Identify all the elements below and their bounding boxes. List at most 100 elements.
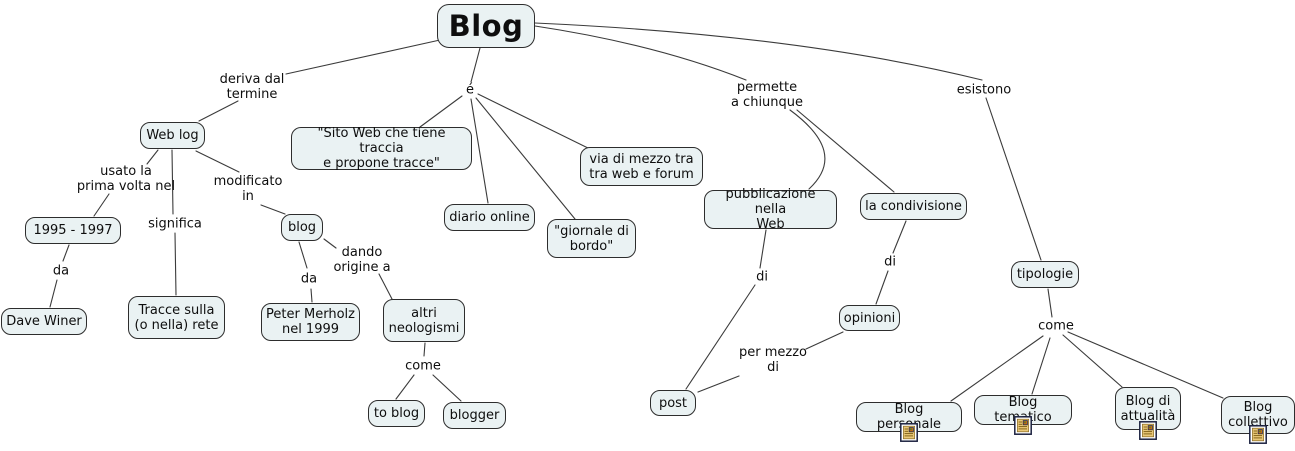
- connector-come-1--to-blog: [395, 374, 415, 400]
- link-label-permette-a-chiunque[interactable]: permette a chiunque: [730, 80, 804, 110]
- link-label-significa[interactable]: significa: [148, 216, 202, 232]
- concept-label: blog: [287, 220, 317, 235]
- concept-label: Blog di attualità: [1120, 393, 1176, 424]
- connector-blog-title--permette-a-chiunque: [534, 25, 747, 81]
- link-label-deriva-dal-termine[interactable]: deriva dal termine: [219, 72, 285, 102]
- concept-label: Tracce sulla (o nella) rete: [134, 302, 219, 333]
- concept-label: la condivisione: [865, 199, 962, 214]
- connector-blog-word--dando-origine-a: [323, 238, 337, 249]
- concept-node-blog-collettivo[interactable]: Blog collettivo: [1221, 396, 1295, 444]
- concept-label: Blog: [448, 9, 524, 43]
- concept-node-peter-merholz[interactable]: Peter Merholz nel 1999: [261, 303, 360, 341]
- concept-label: Dave Winer: [6, 314, 82, 329]
- concept-node-la-condivisione[interactable]: la condivisione: [860, 193, 967, 220]
- connector-deriva-dal-termine--web-log: [198, 100, 239, 122]
- connector-come-1--blogger: [432, 374, 462, 402]
- concept-label: Web log: [146, 128, 199, 143]
- concept-label: "Sito Web che tiene traccia e propone tr…: [317, 126, 446, 171]
- concept-label: to blog: [373, 406, 420, 421]
- concept-label: "giornale di bordo": [554, 223, 629, 254]
- concept-label: pubblicazione nella Web: [725, 187, 816, 232]
- concept-node-blog-attualita[interactable]: Blog di attualità: [1115, 387, 1181, 440]
- connector-come-2--blog-attualita: [1062, 334, 1123, 388]
- concept-label: diario online: [449, 210, 530, 225]
- connector-e-accent--via-di-mezzo: [477, 93, 593, 151]
- concept-label: post: [658, 395, 688, 411]
- concept-label: Peter Merholz nel 1999: [266, 307, 355, 337]
- link-label-usato-la-prima-volta[interactable]: usato la prima volta nel: [76, 164, 176, 194]
- link-label-come-2[interactable]: come: [1038, 318, 1074, 334]
- connector-di-2--opinioni: [875, 270, 889, 305]
- link-label-da-1[interactable]: da: [52, 263, 70, 279]
- connector-esistono--tipologie: [985, 97, 1042, 261]
- connector-come-2--blog-tematico: [1031, 337, 1051, 395]
- concept-node-tipologie[interactable]: tipologie: [1011, 261, 1079, 288]
- concept-node-to-blog[interactable]: to blog: [368, 400, 425, 427]
- connector-e-accent--diario-online: [470, 98, 489, 204]
- concept-node-post[interactable]: post: [650, 390, 696, 416]
- connector-1995-1997--da-1: [62, 244, 70, 262]
- link-label-da-2[interactable]: da: [300, 271, 318, 287]
- link-label-esistono[interactable]: esistono: [956, 82, 1012, 98]
- connector-web-log--modificato-in: [195, 150, 240, 173]
- link-label-modificato-in[interactable]: modificato in: [213, 174, 283, 204]
- concept-node-tracce[interactable]: Tracce sulla (o nella) rete: [128, 296, 225, 339]
- connector-pubblicazione-web--di-1: [759, 229, 767, 269]
- concept-label: Blog collettivo: [1228, 400, 1288, 430]
- connector-tipologie--come-2: [1047, 288, 1053, 318]
- concept-node-1995-1997[interactable]: 1995 - 1997: [25, 217, 121, 244]
- link-label-e-accent[interactable]: é: [466, 82, 474, 98]
- connector-la-condivisione--di-2: [892, 220, 907, 254]
- concept-node-blog-title[interactable]: Blog: [437, 4, 535, 48]
- concept-node-web-log[interactable]: Web log: [140, 122, 205, 149]
- concept-node-pubblicazione-web[interactable]: pubblicazione nella Web: [704, 187, 837, 232]
- connector-blog-title--e-accent: [470, 47, 481, 83]
- concept-node-giornale-di-bordo[interactable]: "giornale di bordo": [547, 219, 636, 258]
- link-label-di-1[interactable]: di: [756, 269, 768, 285]
- connector-blog-word--da-2: [298, 241, 308, 269]
- link-label-per-mezzo-di[interactable]: per mezzo di: [739, 345, 807, 375]
- concept-node-dave-winer[interactable]: Dave Winer: [1, 308, 87, 335]
- connector-usato-la-prima-volta--1995-1997: [93, 193, 110, 217]
- link-label-come-1[interactable]: come: [405, 358, 441, 374]
- concept-node-sito-web[interactable]: "Sito Web che tiene traccia e propone tr…: [291, 126, 472, 171]
- connector-significa--tracce: [174, 232, 177, 296]
- concept-label: via di mezzo tra tra web e forum: [589, 151, 694, 182]
- connector-come-2--blog-personale: [950, 335, 1044, 402]
- concept-node-via-di-mezzo[interactable]: via di mezzo tra tra web e forum: [580, 147, 703, 186]
- concept-label: tipologie: [1016, 267, 1074, 282]
- concept-node-blog-personale[interactable]: Blog personale: [856, 402, 962, 442]
- connector-da-1--dave-winer: [49, 279, 58, 308]
- concept-label: opinioni: [843, 310, 896, 326]
- connector-web-log--usato-la-prima-volta: [146, 149, 159, 165]
- connector-permette-a-chiunque--la-condivisione: [796, 109, 895, 193]
- link-label-di-2[interactable]: di: [884, 254, 896, 270]
- document-resource-icon[interactable]: [1249, 425, 1267, 444]
- link-label-dando-origine-a[interactable]: dando origine a: [333, 245, 391, 275]
- connector-deriva-dal-termine--blog-title: [285, 39, 441, 75]
- connector-modificato-in--blog-word: [260, 204, 286, 215]
- connector-blog-title--esistono: [534, 22, 983, 81]
- document-resource-icon[interactable]: [1014, 416, 1032, 435]
- concept-node-blogger[interactable]: blogger: [443, 402, 506, 429]
- concept-node-blog-tematico[interactable]: Blog tematico: [974, 395, 1072, 435]
- connector-di-1--post: [685, 284, 756, 390]
- concept-label: 1995 - 1997: [33, 223, 113, 238]
- connector-web-log--significa: [171, 149, 174, 215]
- document-resource-icon[interactable]: [1139, 421, 1157, 440]
- concept-label: altri neologismi: [388, 305, 460, 336]
- concept-node-opinioni[interactable]: opinioni: [839, 305, 900, 331]
- connector-dando-origine-a--altri-neologismi: [378, 273, 393, 300]
- connector-altri-neologismi--come-1: [423, 342, 426, 357]
- concept-label: blogger: [449, 408, 500, 423]
- document-resource-icon[interactable]: [900, 423, 918, 442]
- connector-e-accent--giornale-di-bordo: [475, 97, 576, 220]
- concept-node-altri-neologismi[interactable]: altri neologismi: [383, 299, 465, 342]
- connector-e-accent--sito-web: [419, 95, 463, 128]
- concept-node-diario-online[interactable]: diario online: [444, 204, 535, 231]
- connector-da-2--peter-merholz: [310, 288, 313, 303]
- concept-node-blog-word[interactable]: blog: [281, 214, 323, 241]
- connector-per-mezzo-di--post: [697, 375, 740, 393]
